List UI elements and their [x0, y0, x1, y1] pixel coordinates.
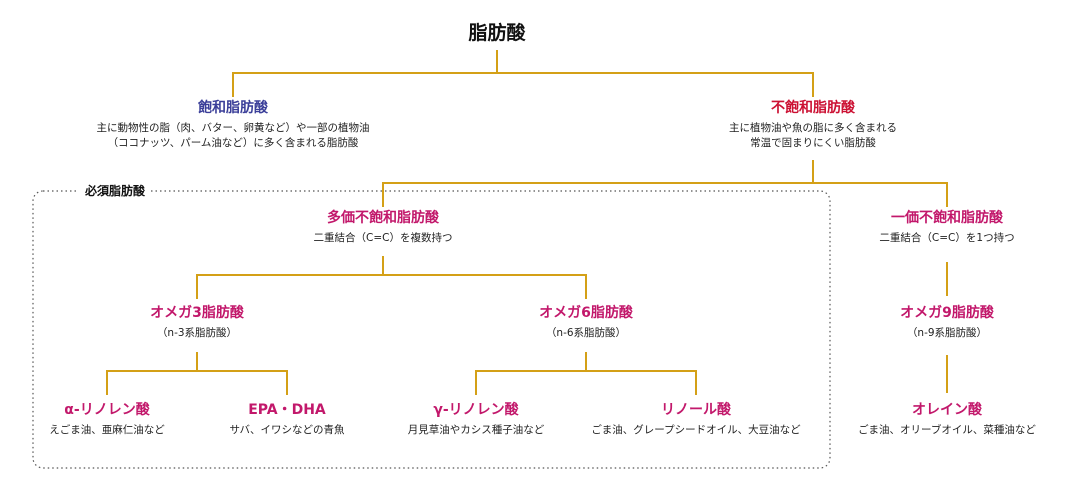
- omega6-title: オメガ6脂肪酸: [539, 305, 633, 321]
- linoleic-desc: ごま油、グレープシードオイル、大豆油など: [591, 424, 801, 436]
- polyunsaturated-desc: 二重結合（C=C）を複数持つ: [313, 232, 453, 244]
- root-node: 脂肪酸: [468, 22, 525, 44]
- saturated-desc-line2: （ココナッツ、パーム油など）に多く含まれる脂肪酸: [107, 137, 359, 149]
- omega3-desc: （n-3系脂肪酸）: [156, 327, 238, 339]
- oleic-title: オレイン酸: [912, 402, 982, 418]
- connector-omega6: [475, 352, 697, 395]
- ala-node: α-リノレン酸 えごま油、亜麻仁油など: [49, 401, 165, 438]
- ala-title: α-リノレン酸: [64, 402, 150, 418]
- gla-node: γ-リノレン酸 月見草油やカシス種子油など: [408, 401, 545, 438]
- oleic-desc: ごま油、オリーブオイル、菜種油など: [858, 424, 1036, 436]
- omega9-title: オメガ9脂肪酸: [900, 305, 994, 321]
- epa-dha-node: EPA・DHA サバ、イワシなどの青魚: [229, 401, 344, 438]
- gla-desc: 月見草油やカシス種子油など: [407, 424, 545, 436]
- omega6-desc: （n-6系脂肪酸）: [545, 327, 627, 339]
- connector-unsaturated: [382, 160, 948, 207]
- connector-poly: [196, 256, 587, 299]
- essential-fatty-acid-label: 必須脂肪酸: [79, 183, 152, 199]
- linoleic-title: リノール酸: [661, 402, 731, 418]
- saturated-title: 飽和脂肪酸: [198, 100, 268, 116]
- unsaturated-node: 不飽和脂肪酸 主に植物油や魚の脂に多く含まれる 常温で固まりにくい脂肪酸: [729, 99, 897, 151]
- saturated-node: 飽和脂肪酸 主に動物性の脂（肉、バター、卵黄など）や一部の植物油 （ココナッツ、…: [97, 99, 370, 151]
- omega6-node: オメガ6脂肪酸 （n-6系脂肪酸）: [539, 304, 633, 341]
- saturated-desc-line1: 主に動物性の脂（肉、バター、卵黄など）や一部の植物油: [96, 122, 370, 134]
- monounsaturated-title: 一価不飽和脂肪酸: [891, 210, 1003, 226]
- omega9-node: オメガ9脂肪酸 （n-9系脂肪酸）: [900, 304, 994, 341]
- polyunsaturated-node: 多価不飽和脂肪酸 二重結合（C=C）を複数持つ: [314, 209, 453, 246]
- connector-root: [232, 50, 814, 97]
- omega3-title: オメガ3脂肪酸: [150, 305, 244, 321]
- monounsaturated-node: 一価不飽和脂肪酸 二重結合（C=C）を1つ持つ: [879, 209, 1014, 246]
- root-title: 脂肪酸: [468, 22, 526, 44]
- essential-fatty-acid-box: [32, 190, 831, 469]
- epa-dha-title: EPA・DHA: [248, 402, 326, 418]
- ala-desc: えごま油、亜麻仁油など: [49, 424, 165, 436]
- polyunsaturated-title: 多価不飽和脂肪酸: [327, 210, 439, 226]
- unsaturated-desc-line1: 主に植物油や魚の脂に多く含まれる: [729, 122, 897, 134]
- omega9-desc: （n-9系脂肪酸）: [906, 327, 988, 339]
- gla-title: γ-リノレン酸: [433, 402, 519, 418]
- linoleic-node: リノール酸 ごま油、グレープシードオイル、大豆油など: [591, 401, 800, 438]
- oleic-node: オレイン酸 ごま油、オリーブオイル、菜種油など: [858, 401, 1036, 438]
- connector-omega3: [106, 352, 288, 395]
- omega3-node: オメガ3脂肪酸 （n-3系脂肪酸）: [150, 304, 244, 341]
- monounsaturated-desc: 二重結合（C=C）を1つ持つ: [879, 232, 1015, 244]
- epa-dha-desc: サバ、イワシなどの青魚: [229, 424, 345, 436]
- unsaturated-desc-line2: 常温で固まりにくい脂肪酸: [750, 137, 876, 149]
- unsaturated-title: 不飽和脂肪酸: [771, 100, 855, 116]
